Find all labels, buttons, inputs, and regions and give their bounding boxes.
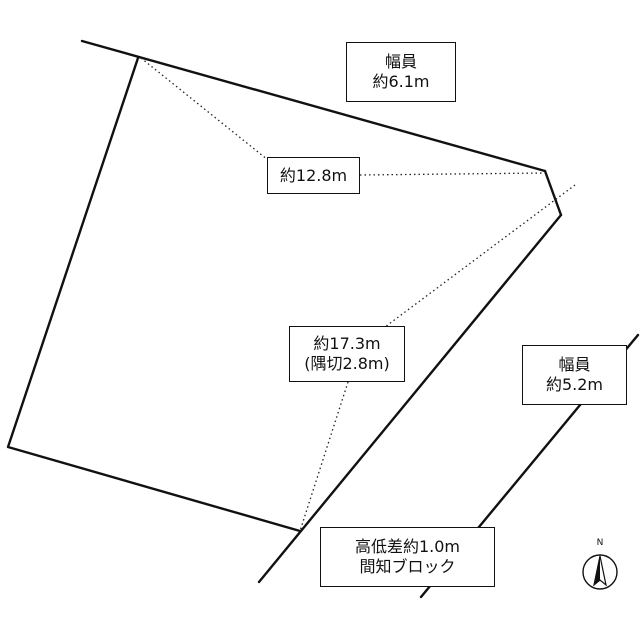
east-lot-road-edge-line: [257, 213, 563, 584]
north-road-width-title: 幅員: [384, 52, 417, 71]
east-edge-length-label: 約17.3m (隅切2.8m): [289, 326, 405, 382]
east-road-width-title: 幅員: [558, 355, 591, 374]
level-difference-note: 高低差約1.0m 間知ブロック: [320, 527, 495, 587]
north-edge-length-label: 約12.8m: [267, 157, 360, 194]
east-road-width-label: 幅員 約5.2m: [522, 345, 627, 405]
north-edge-dimension-line: [140, 57, 269, 161]
north-edge-length-value: 約12.8m: [279, 165, 348, 185]
east-edge-dimension-line-lower: [299, 381, 349, 532]
north-road-width-label: 幅員 約6.1m: [346, 42, 456, 102]
north-arrow-icon: [582, 554, 618, 590]
retaining-wall-text: 間知ブロック: [359, 557, 456, 576]
compass: N: [580, 538, 620, 596]
level-difference-text: 高低差約1.0m: [354, 537, 461, 556]
north-road-edge-line: [80, 39, 547, 173]
east-edge-dimension-line-upper: [384, 184, 576, 328]
compass-north-label: N: [596, 538, 604, 548]
north-road-width-value: 約6.1m: [372, 72, 430, 91]
east-edge-length-value: 約17.3m: [313, 334, 381, 353]
lot-boundary: [6, 56, 302, 533]
lot-corner-cut: [543, 169, 563, 217]
corner-cut-value: (隅切2.8m): [304, 354, 390, 373]
north-edge-dimension-line-right: [359, 172, 546, 176]
east-road-width-value: 約5.2m: [545, 375, 604, 394]
